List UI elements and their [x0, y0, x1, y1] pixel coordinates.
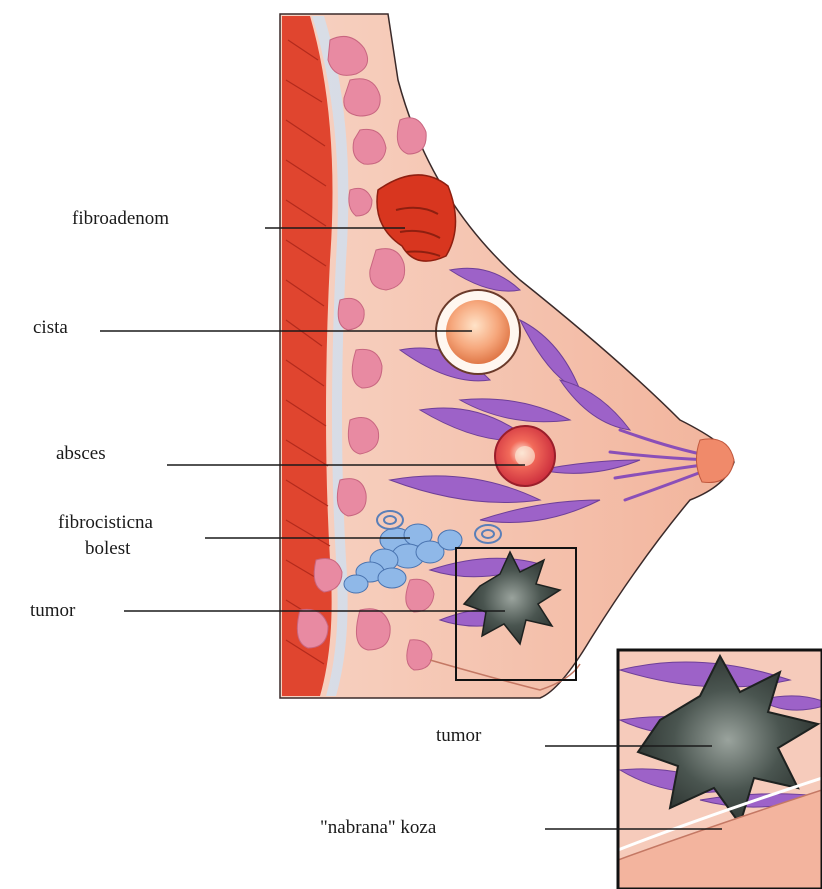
label-fibrocisticna: fibrocisticna	[58, 512, 154, 533]
cyst	[436, 290, 520, 374]
label-bolest: bolest	[85, 538, 131, 559]
label-tumor-detail: tumor	[436, 725, 482, 746]
chest-muscle	[282, 16, 333, 696]
nipple	[696, 439, 734, 483]
label-fibroadenom: fibroadenom	[72, 208, 169, 229]
label-skin-detail: "nabrana" koza	[320, 817, 437, 838]
label-cista: cista	[33, 317, 68, 338]
breast-cross-section	[280, 14, 734, 698]
label-absces: absces	[56, 443, 106, 464]
abscess	[495, 426, 555, 486]
tumor-zoom-inset	[618, 650, 822, 889]
label-tumor: tumor	[30, 600, 76, 621]
